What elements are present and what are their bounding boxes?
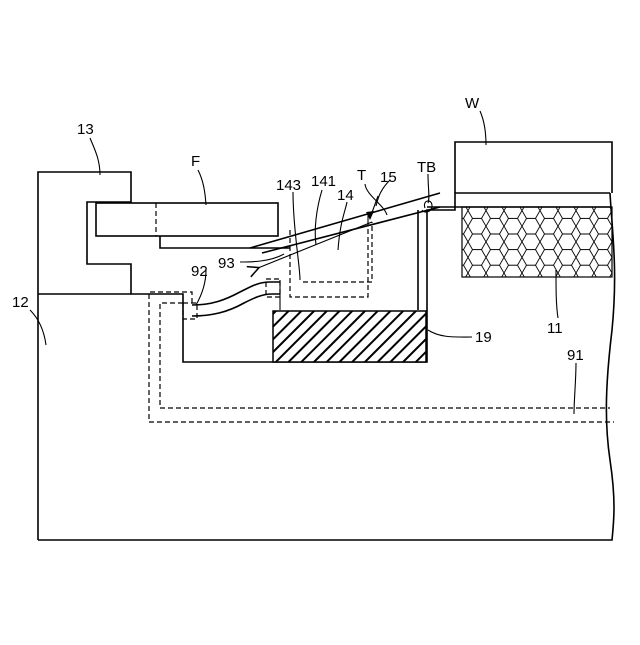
nozzle-14-inner — [303, 222, 372, 282]
label-t: T — [357, 167, 366, 184]
label-14: 14 — [337, 187, 354, 204]
label-91: 91 — [567, 347, 584, 364]
label-tb: TB — [417, 159, 436, 176]
label-f: F — [191, 153, 200, 170]
label-92: 92 — [191, 263, 208, 280]
label-13: 13 — [77, 121, 94, 138]
label-19: 19 — [475, 329, 492, 346]
label-15: 15 — [380, 169, 397, 186]
label-143: 143 — [276, 177, 301, 194]
frame-f — [96, 203, 278, 236]
flow-15-head — [366, 211, 374, 220]
block-19 — [273, 311, 426, 362]
wafer-w — [455, 142, 612, 193]
pipe-92 — [192, 282, 280, 316]
honeycomb-plate-11 — [462, 207, 612, 277]
label-11: 11 — [547, 320, 563, 337]
label-w: W — [465, 95, 480, 112]
label-12: 12 — [12, 294, 29, 311]
label-141: 141 — [311, 173, 336, 190]
label-93: 93 — [218, 255, 235, 272]
